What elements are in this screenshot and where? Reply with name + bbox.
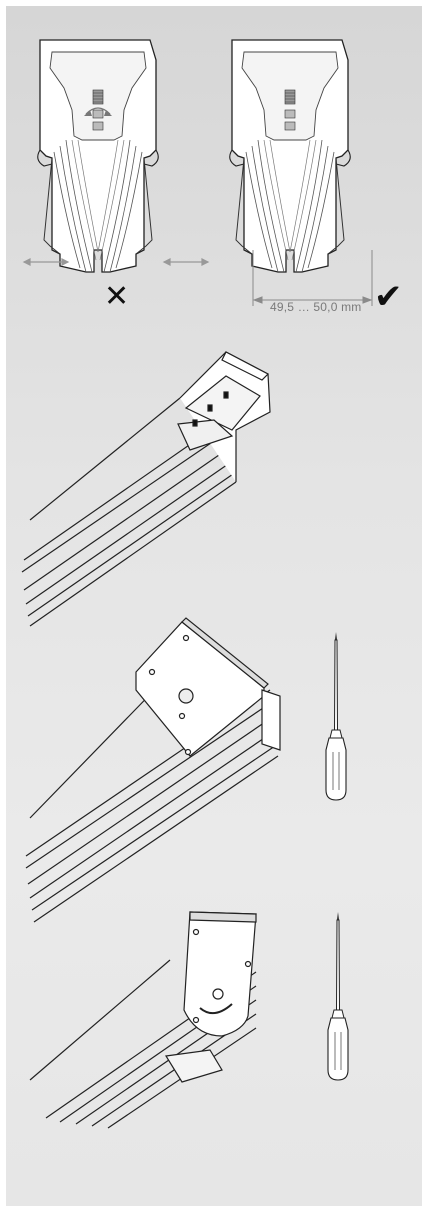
profile-endcap-step: [21, 351, 271, 627]
angled-joint-step: [29, 911, 257, 1129]
correct-profile-view: [229, 39, 351, 273]
dimension-line: [252, 250, 373, 306]
screwdriver-icon: [327, 911, 349, 1081]
endcap-mount-step: [25, 617, 281, 923]
dimension-label: 49,5 … 50,0 mm: [270, 300, 362, 314]
checkmark-icon: ✔: [374, 277, 403, 317]
spread-arrows: [22, 258, 210, 266]
wrong-profile-view: [37, 39, 159, 273]
screwdriver-icon: [325, 631, 347, 801]
cross-icon: ✕: [104, 279, 130, 314]
